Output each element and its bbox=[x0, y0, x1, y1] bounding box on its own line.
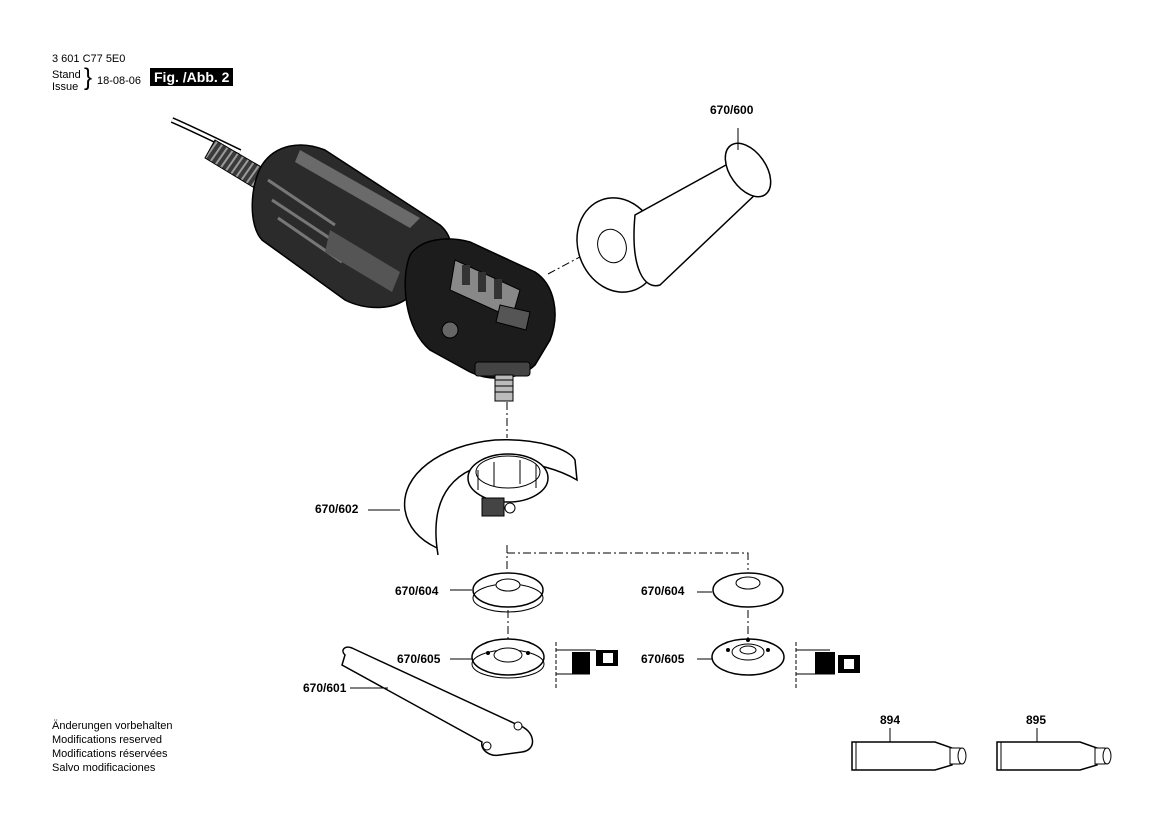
part-label-flange-right: 670/604 bbox=[641, 584, 685, 598]
part-label-handle: 670/600 bbox=[710, 103, 754, 117]
figure-label: Fig. /Abb. 2 bbox=[150, 68, 234, 86]
clamping-nut-left bbox=[450, 638, 618, 688]
disclaimer-line-es: Salvo modificaciones bbox=[52, 762, 156, 774]
grease-tube-894 bbox=[851, 728, 967, 771]
stand-label: Stand bbox=[52, 69, 81, 81]
issue-date: 18-08-06 bbox=[97, 75, 142, 87]
part-label-nut-left: 670/605 bbox=[397, 652, 441, 666]
flange-right bbox=[697, 572, 784, 608]
part-label-grease-894: 894 bbox=[880, 713, 901, 727]
document-number: 3 601 C77 5E0 bbox=[52, 53, 126, 65]
brace-icon: } bbox=[84, 64, 93, 91]
auxiliary-handle bbox=[547, 128, 772, 293]
part-label-nut-right: 670/605 bbox=[641, 652, 685, 666]
disclaimer-line-fr: Modifications réservées bbox=[52, 748, 168, 760]
part-label-guard: 670/602 bbox=[315, 502, 359, 516]
part-label-flange-left: 670/604 bbox=[395, 584, 439, 598]
gear-head bbox=[404, 238, 556, 402]
grinder-body bbox=[251, 144, 452, 309]
wheel-guard bbox=[368, 439, 578, 556]
disclaimer: Änderungen vorbehalten Modifications res… bbox=[52, 719, 172, 775]
issue-label: Issue bbox=[52, 81, 79, 93]
part-label-spanner: 670/601 bbox=[303, 681, 347, 695]
nut-orientation-icon-left bbox=[555, 642, 618, 688]
disclaimer-line-en: Modifications reserved bbox=[52, 734, 163, 746]
clamping-nut-right bbox=[697, 638, 860, 688]
grease-tube-895 bbox=[996, 728, 1112, 771]
nut-orientation-icon-right bbox=[795, 642, 860, 688]
part-label-grease-895: 895 bbox=[1026, 713, 1047, 727]
disclaimer-line-de: Änderungen vorbehalten bbox=[52, 720, 173, 732]
flange-left bbox=[450, 572, 544, 613]
two-pin-spanner bbox=[341, 646, 534, 757]
